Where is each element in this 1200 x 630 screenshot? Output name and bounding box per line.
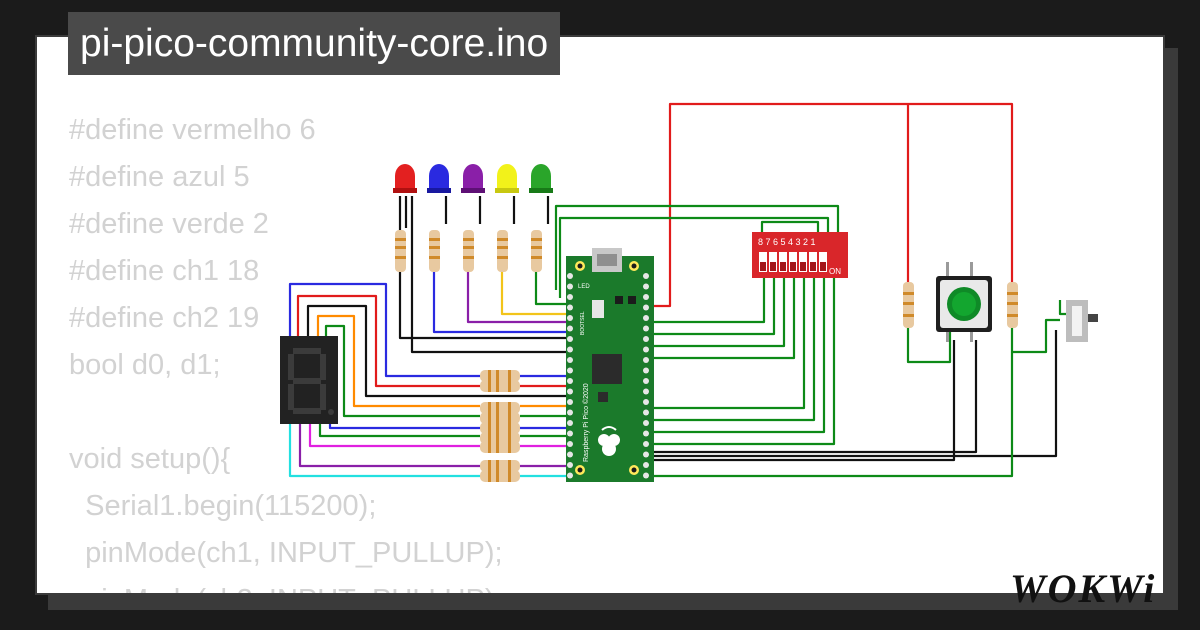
code-line: pinMode(ch2, INPUT_PULLUP); bbox=[69, 584, 502, 593]
pico-pin bbox=[643, 472, 649, 479]
code-line: bool d0, d1; bbox=[69, 349, 221, 381]
led-resistors bbox=[395, 230, 542, 272]
code-line: #define ch2 19 bbox=[69, 302, 260, 334]
pico-pin bbox=[567, 346, 573, 353]
pico-pin bbox=[643, 346, 649, 353]
pico-pin bbox=[643, 409, 649, 416]
pico-pin bbox=[567, 273, 573, 279]
code-line: #define verde 2 bbox=[69, 208, 269, 240]
button-resistors bbox=[903, 282, 1018, 328]
code-line: void setup(){ bbox=[69, 443, 231, 475]
pico-pin bbox=[643, 430, 649, 437]
pico-pin bbox=[567, 378, 573, 384]
pico-pin bbox=[643, 367, 649, 374]
pico-pin bbox=[643, 378, 649, 384]
pico-pin bbox=[643, 451, 649, 458]
pico-pin bbox=[567, 420, 573, 426]
pico-pin bbox=[643, 420, 649, 426]
pico-pin bbox=[643, 325, 649, 332]
raspberry-pi-pico-board[interactable]: LED BOOTSEL Raspberry Pi Pico ©2020 bbox=[566, 248, 654, 482]
led-label: LED bbox=[578, 284, 590, 290]
pico-pin bbox=[643, 388, 649, 395]
pico-pin bbox=[567, 283, 573, 290]
pico-pin bbox=[567, 451, 573, 458]
dip-switch[interactable]: 8 7 6 5 4 3 2 1 ON bbox=[752, 232, 848, 278]
code-line: pinMode(ch1, INPUT_PULLUP); bbox=[69, 537, 503, 569]
push-button[interactable] bbox=[936, 262, 992, 342]
pico-pin bbox=[567, 409, 573, 416]
code-line: Serial1.begin(115200); bbox=[69, 490, 377, 522]
pico-pin bbox=[643, 357, 649, 363]
pico-pin bbox=[567, 294, 573, 300]
pico-pin bbox=[567, 462, 573, 468]
pico-pin bbox=[567, 388, 573, 395]
code-background: #define vermelho 6 #define azul 5 #defin… bbox=[69, 107, 503, 593]
pico-pin bbox=[643, 462, 649, 468]
wokwi-logo-text: WOKWi bbox=[1010, 566, 1156, 611]
dip-on-label: ON bbox=[829, 267, 841, 276]
code-line: #define ch1 18 bbox=[69, 255, 260, 287]
pico-pin bbox=[567, 336, 573, 342]
seven-segment-display[interactable] bbox=[280, 336, 338, 424]
segment-resistors bbox=[480, 370, 520, 482]
pico-pin bbox=[643, 315, 649, 321]
pico-pin bbox=[643, 336, 649, 342]
pico-pin bbox=[567, 304, 573, 311]
pico-pin bbox=[643, 283, 649, 290]
pico-pin bbox=[567, 472, 573, 479]
led-yellow[interactable] bbox=[495, 164, 519, 193]
pico-pin bbox=[567, 325, 573, 332]
raspberry-logo-icon bbox=[598, 426, 620, 456]
pico-pin bbox=[643, 441, 649, 447]
pico-pin bbox=[567, 430, 573, 437]
pico-pin bbox=[567, 441, 573, 447]
pico-pin bbox=[643, 294, 649, 300]
code-line: #define vermelho 6 bbox=[69, 114, 316, 146]
pico-pin bbox=[567, 399, 573, 405]
bootsel-label: BOOTSEL bbox=[580, 311, 586, 335]
pico-pin bbox=[643, 273, 649, 279]
led-blue[interactable] bbox=[427, 164, 451, 193]
slide-switch[interactable] bbox=[1066, 300, 1098, 342]
led-green[interactable] bbox=[529, 164, 553, 193]
pico-pin bbox=[643, 399, 649, 405]
led-red[interactable] bbox=[393, 164, 417, 193]
pico-pin bbox=[643, 304, 649, 311]
dip-numbers: 8 7 6 5 4 3 2 1 bbox=[758, 237, 816, 247]
board-silkscreen: Raspberry Pi Pico ©2020 bbox=[582, 383, 590, 462]
wokwi-logo: WOKWi bbox=[1010, 566, 1156, 611]
sketch-title: pi-pico-community-core.ino bbox=[68, 12, 561, 75]
pico-pin bbox=[567, 367, 573, 374]
code-line: #define azul 5 bbox=[69, 161, 250, 193]
pico-pin bbox=[567, 357, 573, 363]
led-purple[interactable] bbox=[461, 164, 485, 193]
pico-pin bbox=[567, 315, 573, 321]
